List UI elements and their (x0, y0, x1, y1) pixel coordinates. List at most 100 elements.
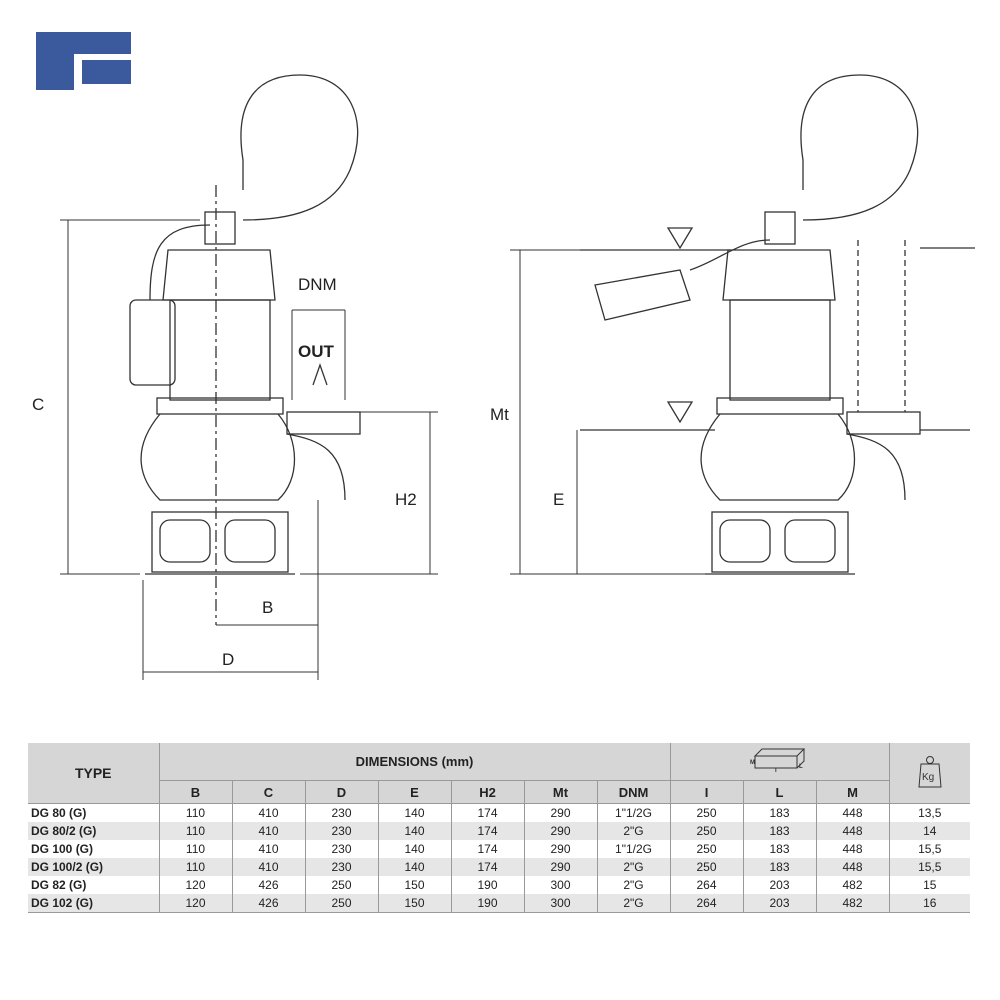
value-cell: 2"G (597, 822, 671, 840)
value-cell: 13,5 (918, 806, 942, 820)
value-cell: 290 (524, 858, 598, 876)
value-cell: 448 (816, 858, 890, 876)
type-cell: DG 100/2 (G) (28, 858, 160, 876)
label-h2: H2 (395, 490, 417, 509)
value-cell: 15,5 (918, 842, 942, 856)
value-cell: 250 (305, 876, 379, 894)
value-cell: 448 (816, 822, 890, 840)
label-out: OUT (298, 342, 335, 361)
value-cell: 1"1/2G (597, 803, 671, 822)
value-cell: 120 (159, 894, 233, 913)
type-cell: DG 80/2 (G) (28, 822, 160, 840)
value-cell: 250 (670, 858, 744, 876)
value-cell: 426 (232, 894, 306, 913)
value-cell: 300 (524, 894, 598, 913)
value-cell: 250 (670, 803, 744, 822)
col-mt: Mt (524, 780, 598, 804)
value-cell: 14 (889, 822, 970, 840)
value-cell: 110 (159, 840, 233, 858)
value-cell: 174 (451, 858, 525, 876)
company-logo (36, 32, 131, 90)
value-cell: 410 (232, 803, 306, 822)
svg-text:M: M (750, 760, 755, 766)
value-cell: 230 (305, 858, 379, 876)
value-cell: 140 (378, 858, 452, 876)
weight-icon: Kg (918, 755, 942, 787)
value-cell: 16 (889, 894, 970, 913)
value-cell: 120 (159, 876, 233, 894)
value-cell: 140 (378, 840, 452, 858)
label-mt: Mt (490, 405, 509, 424)
value-cell: 203 (743, 876, 817, 894)
value-cell: 264 (670, 894, 744, 913)
col-d: D (305, 780, 379, 804)
label-b: B (262, 598, 273, 617)
value-cell: 174 (451, 803, 525, 822)
box-dimensions-icon: M I L (750, 748, 805, 774)
type-cell: DG 102 (G) (28, 894, 160, 913)
label-c: C (32, 395, 44, 414)
value-cell: 250 (670, 822, 744, 840)
value-cell: 183 (743, 840, 817, 858)
value-cell: 448 (816, 840, 890, 858)
value-cell: 290 (524, 803, 598, 822)
out-arrow-icon (312, 363, 328, 386)
dimension-lines (60, 219, 720, 680)
value-cell: 2"G (597, 876, 671, 894)
value-cell: 183 (743, 858, 817, 876)
packaging-header: M I L (670, 743, 890, 781)
value-cell: 250 (670, 840, 744, 858)
value-cell: 150 (378, 876, 452, 894)
dimensions-header: DIMENSIONS (mm) (159, 743, 671, 781)
value-cell: 183 (743, 822, 817, 840)
col-m: M (816, 780, 890, 804)
value-cell: 410 (232, 858, 306, 876)
value-cell: 250 (305, 894, 379, 913)
value-cell: 203 (743, 894, 817, 913)
value-cell: 290 (524, 822, 598, 840)
value-cell: 15 (923, 878, 937, 892)
dimensions-table: TYPE DIMENSIONS (mm) M I L Kg B C D E H2… (28, 743, 970, 913)
pump-level-view (580, 74, 975, 575)
col-e: E (378, 780, 452, 804)
value-cell: 110 (159, 822, 233, 840)
col-c: C (232, 780, 306, 804)
value-cell: 448 (816, 803, 890, 822)
value-cell: 110 (159, 858, 233, 876)
type-header: TYPE (28, 743, 160, 804)
value-cell: 2"G (597, 894, 671, 913)
value-cell: 2"G (597, 858, 671, 876)
value-cell: 482 (816, 876, 890, 894)
value-cell: 264 (670, 876, 744, 894)
svg-text:L: L (799, 764, 803, 770)
weight-header: Kg (889, 743, 970, 804)
value-cell: 110 (159, 803, 233, 822)
value-cell: 410 (232, 822, 306, 840)
value-cell: 174 (451, 840, 525, 858)
value-cell: 230 (305, 840, 379, 858)
value-cell: 183 (743, 803, 817, 822)
value-cell: 230 (305, 822, 379, 840)
type-cell: DG 100 (G) (28, 840, 160, 858)
pump-dimension-drawing: C DNM OUT H2 B D Mt E (32, 74, 975, 680)
col-b: B (159, 780, 233, 804)
value-cell: 290 (524, 840, 598, 858)
col-i: I (670, 780, 744, 804)
value-cell: 190 (451, 894, 525, 913)
label-e: E (553, 490, 564, 509)
label-dnm: DNM (298, 275, 337, 294)
col-h2: H2 (451, 780, 525, 804)
value-cell: 482 (816, 894, 890, 913)
label-d: D (222, 650, 234, 669)
value-cell: 15,5 (889, 858, 970, 876)
pump-front-view (129, 74, 361, 625)
value-cell: 140 (378, 822, 452, 840)
type-cell: DG 82 (G) (28, 876, 160, 894)
type-cell: DG 80 (G) (28, 803, 160, 822)
